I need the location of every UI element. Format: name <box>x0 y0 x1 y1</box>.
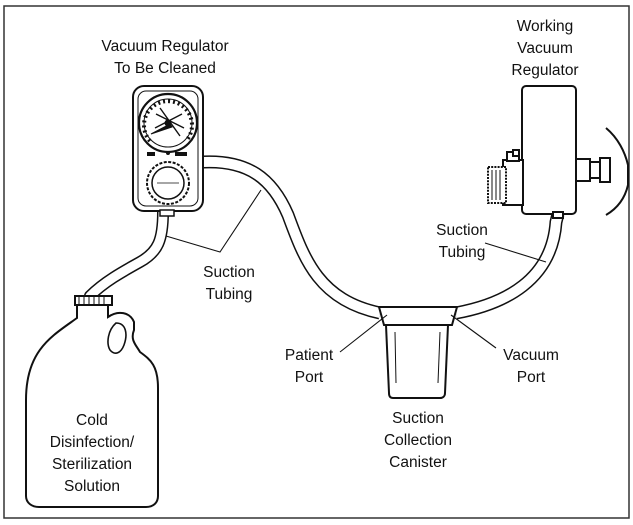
leader-patient-port <box>339 314 388 353</box>
bottle-icon <box>25 295 159 508</box>
tubing-regulator-to-patient-port <box>202 155 382 320</box>
leader-lines <box>165 189 547 353</box>
vacuum-regulator-icon <box>132 85 204 217</box>
control-knob-icon <box>146 161 190 205</box>
label-canister: Suction Collection Canister <box>383 410 453 471</box>
label-vacuum-port: Vacuum Port <box>503 347 559 386</box>
tubing-regulator-to-bottle <box>84 206 169 302</box>
wall-mount-regulator-icon <box>487 85 629 219</box>
canister-icon <box>377 306 459 399</box>
label-patient-port: Patient Port <box>284 347 334 386</box>
label-regulator-to-clean: Vacuum Regulator To Be Cleaned <box>101 38 229 77</box>
leader-suction-tubing-left <box>165 189 262 253</box>
leader-vacuum-port <box>450 314 497 349</box>
label-suction-tubing-left: Suction Tubing <box>203 264 255 303</box>
label-working-regulator: Working Vacuum Regulator <box>511 18 579 79</box>
label-suction-tubing-right: Suction Tubing <box>436 222 488 261</box>
diagram-frame <box>3 5 630 519</box>
gauge-dial-icon <box>137 92 199 154</box>
tubing-vacuum-port-to-working-regulator <box>454 212 565 320</box>
label-solution: Cold Disinfection/ Sterilization Solutio… <box>49 412 135 495</box>
leader-suction-tubing-right <box>484 242 547 263</box>
